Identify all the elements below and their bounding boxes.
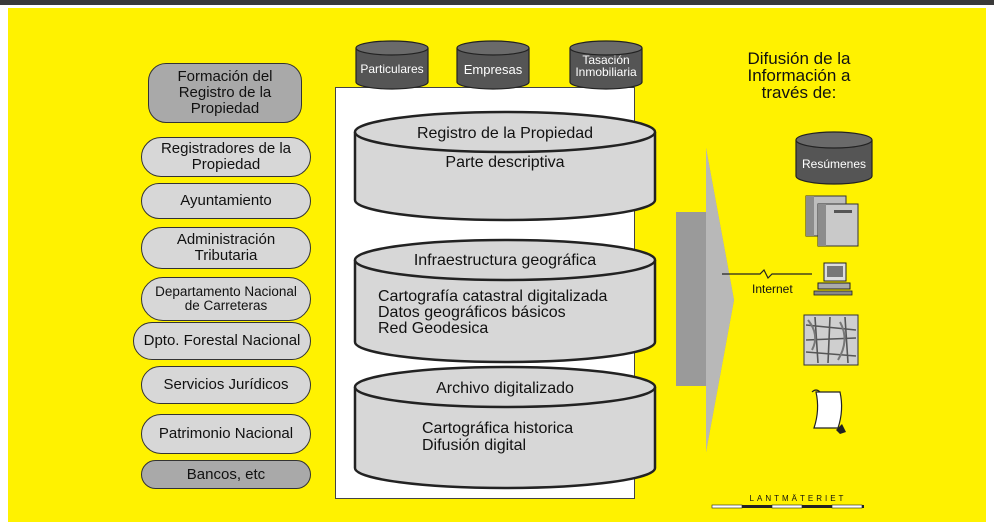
pill-dpto-forestal: Dpto. Forestal Nacional — [133, 322, 311, 360]
db-registro-title: Registro de la Propiedad — [416, 125, 594, 142]
db-tasacion-label: Tasación Inmobiliaria — [575, 53, 637, 79]
pill-servicios-juridicos: Servicios Jurídicos — [141, 366, 311, 404]
db-infraestructura — [353, 238, 657, 364]
pill-label: Administración Tributaria — [176, 231, 276, 264]
pill-label: Ayuntamiento — [180, 192, 272, 210]
pill-label: Formación del Registro de la Propiedad — [177, 68, 273, 117]
computer-icon — [813, 262, 853, 296]
db-registro-propiedad — [353, 110, 657, 222]
pill-label: Departamento Nacional de Carreteras — [155, 283, 297, 313]
pill-label: Dpto. Forestal Nacional — [143, 332, 301, 350]
pill-label: Patrimonio Nacional — [158, 425, 294, 443]
pill-label: Bancos, etc — [186, 465, 266, 483]
db-archivo — [353, 365, 657, 490]
pill-departamento-carreteras: Departamento Nacional de Carreteras — [141, 277, 311, 321]
logo-text: LANTMÄTERIET — [749, 494, 847, 503]
server-icon — [805, 195, 859, 247]
db-infraestructura-body: Cartografía catastral digitalizada Datos… — [378, 288, 608, 337]
db-archivo-body: Cartográfica historica Difusión digital — [422, 420, 574, 454]
internet-label: Internet — [752, 282, 793, 296]
db-tasacion — [569, 40, 643, 90]
db-empresas-label: Empresas — [463, 62, 523, 77]
pill-formacion-registro: Formación del Registro de la Propiedad — [148, 63, 302, 123]
logo-bar — [711, 504, 864, 509]
pill-administracion-tributaria: Administración Tributaria — [141, 227, 311, 269]
db-infraestructura-title: Infraestructura geográfica — [413, 252, 597, 269]
internet-link — [722, 268, 812, 280]
pill-patrimonio-nacional: Patrimonio Nacional — [141, 414, 311, 454]
pill-label: Registradores de la Propiedad — [160, 140, 292, 173]
db-resumenes — [795, 131, 873, 185]
map-image-icon — [803, 314, 859, 366]
top-border — [0, 0, 994, 5]
pill-bancos: Bancos, etc — [141, 460, 311, 489]
db-empresas — [456, 40, 530, 90]
resumenes-label: Resúmenes — [801, 157, 867, 171]
dissemination-arrow — [676, 148, 734, 452]
right-heading: Difusión de la Información a través de: — [747, 49, 851, 102]
db-particulares-label: Particulares — [360, 62, 424, 76]
pill-registradores: Registradores de la Propiedad — [141, 137, 311, 177]
db-archivo-title: Archivo digitalizado — [436, 380, 574, 397]
pill-ayuntamiento: Ayuntamiento — [141, 183, 311, 219]
scroll-icon — [811, 389, 846, 434]
pill-label: Servicios Jurídicos — [163, 376, 289, 394]
db-particulares — [355, 40, 429, 90]
db-registro-body: Parte descriptiva — [445, 154, 565, 171]
